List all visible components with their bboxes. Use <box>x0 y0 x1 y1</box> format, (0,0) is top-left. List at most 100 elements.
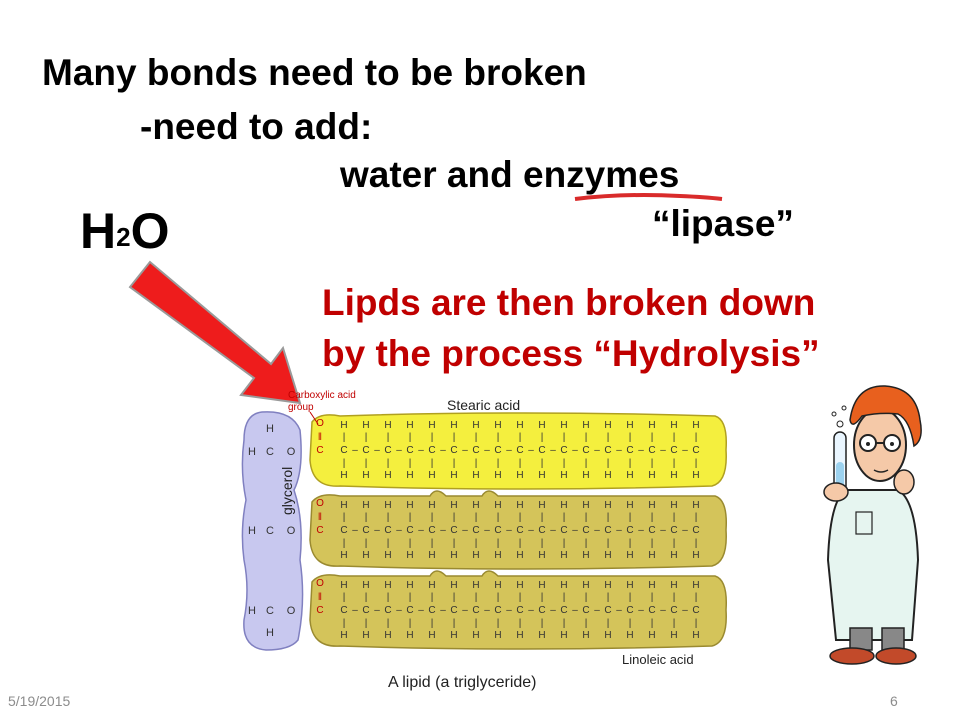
atom-glyph: H <box>626 500 633 511</box>
atom-glyph: | <box>607 512 610 523</box>
atom-glyph: C <box>384 445 391 456</box>
atom-glyph: | <box>343 538 346 549</box>
atom-glyph: H <box>384 420 391 431</box>
atom-glyph: C <box>450 445 457 456</box>
atom-glyph: C <box>692 605 699 616</box>
atom-glyph: C <box>450 605 457 616</box>
bond-glyph: – <box>506 525 512 536</box>
svg-text:H: H <box>248 446 256 458</box>
atom-glyph: | <box>453 592 456 603</box>
atom-glyph: | <box>497 512 500 523</box>
atom-glyph: C <box>494 525 501 536</box>
atom-glyph: | <box>365 512 368 523</box>
atom-glyph: H <box>340 500 347 511</box>
bond-glyph: – <box>660 525 666 536</box>
bond-glyph: – <box>638 605 644 616</box>
atom-glyph: H <box>582 630 589 641</box>
atom-glyph: | <box>453 458 456 469</box>
atom-glyph: | <box>541 592 544 603</box>
atom-glyph: H <box>428 500 435 511</box>
carboxyl-label-1: Carboxylic acid <box>288 390 356 401</box>
svg-text:H: H <box>248 525 256 537</box>
bond-glyph: – <box>374 605 380 616</box>
atom-glyph: H <box>428 470 435 481</box>
atom-glyph: | <box>629 618 632 629</box>
atom-glyph: H <box>450 630 457 641</box>
atom-glyph: C <box>340 605 347 616</box>
atom-glyph: H <box>692 580 699 591</box>
atom-glyph: H <box>472 470 479 481</box>
atom-glyph: H <box>472 420 479 431</box>
atom-glyph: | <box>453 432 456 443</box>
atom-glyph: H <box>670 470 677 481</box>
bond-glyph: – <box>352 605 358 616</box>
atom-glyph: C <box>406 445 413 456</box>
atom-glyph: | <box>541 512 544 523</box>
atom-glyph: | <box>431 512 434 523</box>
atom-glyph: H <box>406 500 413 511</box>
bond-glyph: – <box>418 445 424 456</box>
atom-glyph: | <box>409 512 412 523</box>
bond-glyph: – <box>550 525 556 536</box>
atom-glyph: C <box>516 445 523 456</box>
atom-glyph: | <box>673 538 676 549</box>
atom-glyph: | <box>563 592 566 603</box>
bond-glyph: – <box>616 525 622 536</box>
atom-glyph: H <box>626 420 633 431</box>
diagram-caption: A lipid (a triglyceride) <box>388 674 537 691</box>
atom-glyph: | <box>629 458 632 469</box>
bond-glyph: – <box>374 445 380 456</box>
atom-glyph: H <box>384 550 391 561</box>
bond-glyph: – <box>550 605 556 616</box>
atom-glyph: | <box>695 592 698 603</box>
atom-glyph: H <box>604 470 611 481</box>
atom-glyph: H <box>340 470 347 481</box>
atom-glyph: | <box>563 432 566 443</box>
atom-glyph: | <box>519 432 522 443</box>
atom-glyph: | <box>365 592 368 603</box>
atom-glyph: C <box>516 525 523 536</box>
bond-glyph: – <box>682 605 688 616</box>
atom-glyph: H <box>648 470 655 481</box>
atom-glyph: | <box>365 538 368 549</box>
atom-glyph: | <box>541 618 544 629</box>
svg-text:H: H <box>266 423 274 435</box>
atom-glyph: | <box>343 618 346 629</box>
bond-glyph: – <box>396 605 402 616</box>
atom-glyph: C <box>648 525 655 536</box>
atom-glyph: | <box>607 618 610 629</box>
fatty-acid-chain-2 <box>309 490 728 570</box>
atom-glyph: | <box>365 432 368 443</box>
atom-glyph: | <box>387 592 390 603</box>
atom-glyph: H <box>560 470 567 481</box>
atom-glyph: C <box>428 605 435 616</box>
bond-glyph: – <box>616 605 622 616</box>
bond-glyph: – <box>506 605 512 616</box>
atom-glyph: C <box>472 605 479 616</box>
bond-glyph: – <box>550 445 556 456</box>
atom-glyph: | <box>629 512 632 523</box>
atom-glyph: | <box>541 432 544 443</box>
atom-glyph: C <box>362 525 369 536</box>
atom-glyph: | <box>607 458 610 469</box>
atom-glyph: | <box>673 592 676 603</box>
atom-glyph: | <box>497 538 500 549</box>
atom-glyph: H <box>384 580 391 591</box>
atom-glyph: H <box>494 580 501 591</box>
atom-glyph: H <box>538 580 545 591</box>
atom-glyph: C <box>450 525 457 536</box>
bond-glyph: – <box>396 445 402 456</box>
bond-glyph: – <box>418 605 424 616</box>
atom-glyph: C <box>692 445 699 456</box>
atom-glyph: H <box>362 500 369 511</box>
atom-glyph: | <box>673 458 676 469</box>
atom-glyph: | <box>409 592 412 603</box>
atom-glyph: H <box>670 500 677 511</box>
atom-glyph: C <box>582 525 589 536</box>
atom-glyph: C <box>604 605 611 616</box>
atom-glyph: C <box>648 445 655 456</box>
hydrolysis-line-2: by the process “Hydrolysis” <box>322 333 820 374</box>
atom-glyph: H <box>406 470 413 481</box>
atom-glyph: C <box>428 445 435 456</box>
